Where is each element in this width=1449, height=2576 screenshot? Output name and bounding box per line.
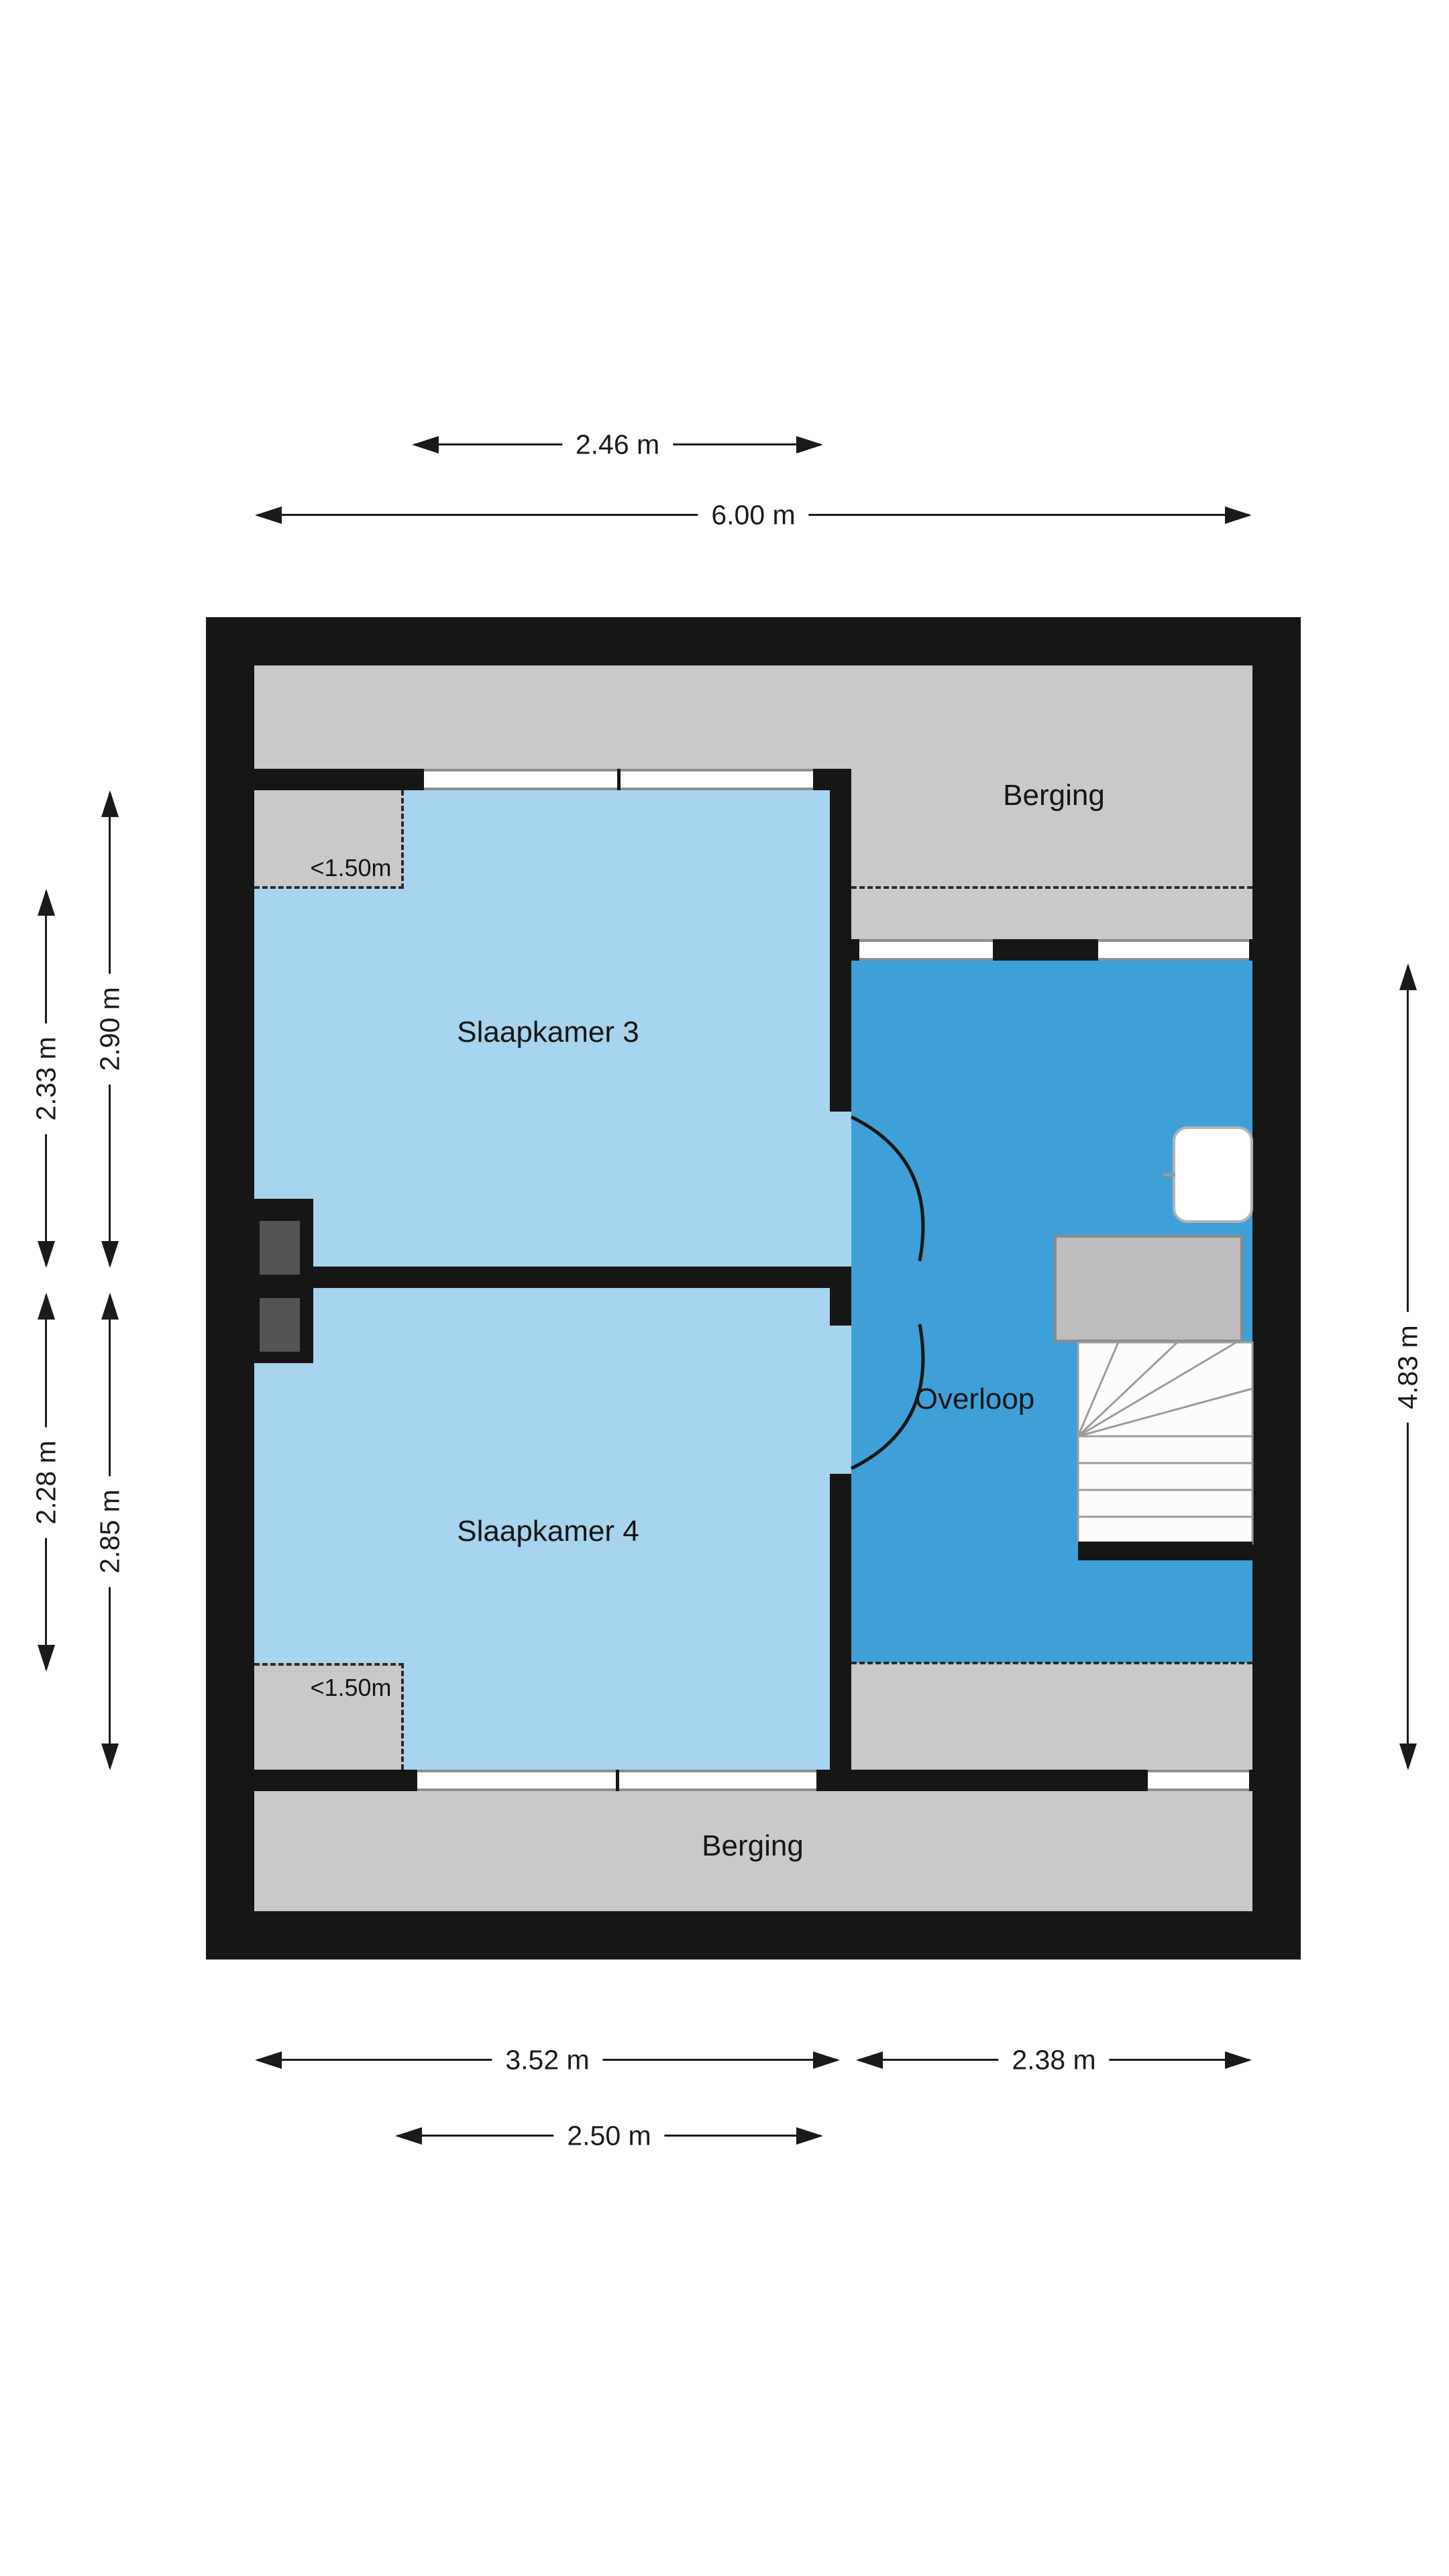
stairs-bottom-edge	[1078, 1542, 1252, 1560]
low-ceiling-line-top-right	[851, 886, 1252, 889]
radiator	[1163, 1126, 1253, 1223]
door-opening-slaapkamer3	[830, 1112, 851, 1267]
wall-vertical-upper	[830, 769, 851, 1112]
window-overloop-left	[856, 939, 996, 961]
wall-vertical-lower	[830, 1474, 851, 1791]
dimension-label: 2.46 m	[561, 425, 674, 464]
floorplan: Berging Slaapkamer 3 Overloop Slaapkamer…	[206, 617, 1301, 1960]
dimension-label: 2.90 m	[91, 973, 129, 1085]
dimension-label: 4.83 m	[1389, 1311, 1428, 1423]
arrow-down-icon	[38, 1241, 55, 1268]
arrow-left-icon	[255, 506, 282, 524]
dimension-left-upper-inner: 2.90 m	[90, 790, 130, 1268]
dimension-bottom-right: 2.38 m	[856, 2040, 1252, 2080]
window-overloop-right	[1095, 939, 1252, 961]
dimension-left-upper-outer: 2.33 m	[26, 889, 66, 1268]
window-mullion	[615, 1770, 619, 1791]
dimension-label: 2.38 m	[998, 2041, 1110, 2080]
arrow-left-icon	[395, 2127, 422, 2145]
arrow-up-icon	[101, 1293, 119, 1320]
dimension-left-lower-outer: 2.28 m	[26, 1293, 66, 1672]
chimney-flue-1	[260, 1221, 300, 1275]
room-label-berging-bottom: Berging	[702, 1829, 804, 1862]
low-ceiling-zone-top	[254, 790, 404, 889]
dimension-top-window: 2.46 m	[412, 425, 823, 465]
door-arc-slaapkamer3	[850, 1115, 925, 1262]
arrow-right-icon	[796, 2127, 823, 2145]
arrow-left-icon	[255, 2051, 282, 2069]
window-mullion	[617, 769, 621, 790]
plan-overlay	[850, 1115, 1254, 1560]
stairs-landing	[1054, 1235, 1243, 1342]
arrow-right-icon	[1225, 506, 1252, 524]
wall-between-bedrooms	[254, 1267, 851, 1288]
chimney-flue-2	[260, 1298, 300, 1352]
arrow-right-icon	[1225, 2051, 1252, 2069]
height-marker-top: <1.50m	[310, 854, 392, 881]
room-label-slaapkamer4: Slaapkamer 4	[457, 1515, 639, 1548]
dimension-right-overloop: 4.83 m	[1388, 963, 1428, 1770]
wall-vertical-middle	[830, 1267, 851, 1326]
arrow-up-icon	[38, 1293, 55, 1320]
arrow-up-icon	[38, 889, 55, 916]
door-opening-slaapkamer4	[830, 1326, 851, 1474]
window-slaapkamer4	[414, 1770, 820, 1791]
low-ceiling-line-bottom-right	[851, 1662, 1252, 1664]
room-label-overloop: Overloop	[914, 1383, 1035, 1415]
arrow-left-icon	[856, 2051, 883, 2069]
arrow-down-icon	[101, 1743, 119, 1770]
door-arc-slaapkamer4	[850, 1324, 925, 1470]
dimension-label: 3.52 m	[492, 2041, 603, 2080]
dimension-label: 2.33 m	[27, 1022, 66, 1134]
dimension-bottom-left: 3.52 m	[255, 2040, 840, 2080]
arrow-right-icon	[813, 2051, 840, 2069]
arrow-up-icon	[101, 790, 119, 817]
dimension-label: 6.00 m	[698, 496, 809, 535]
window-bottom-right	[1144, 1770, 1252, 1791]
height-marker-bottom: <1.50m	[310, 1674, 392, 1701]
arrow-down-icon	[38, 1645, 55, 1672]
dimension-left-lower-inner: 2.85 m	[90, 1293, 130, 1770]
arrow-down-icon	[1399, 1743, 1417, 1770]
radiator-valve	[1163, 1173, 1175, 1177]
room-label-slaapkamer3: Slaapkamer 3	[457, 1016, 639, 1049]
dimension-top-total: 6.00 m	[255, 495, 1252, 535]
window-slaapkamer3	[421, 769, 816, 790]
arrow-down-icon	[101, 1241, 119, 1268]
room-label-berging-top: Berging	[1003, 779, 1105, 812]
arrow-right-icon	[796, 436, 823, 453]
stairs-straight-treads	[1078, 1435, 1252, 1518]
stairs-winder-treads	[1077, 1341, 1253, 1438]
dimension-label: 2.85 m	[91, 1476, 129, 1587]
dimension-label: 2.28 m	[27, 1426, 66, 1538]
stairs-body	[1077, 1341, 1254, 1545]
arrow-left-icon	[412, 436, 439, 453]
dimension-label: 2.50 m	[553, 2116, 665, 2155]
dimension-bottom-window: 2.50 m	[395, 2116, 823, 2156]
low-ceiling-zone-bottom	[254, 1663, 404, 1770]
arrow-up-icon	[1399, 963, 1417, 990]
